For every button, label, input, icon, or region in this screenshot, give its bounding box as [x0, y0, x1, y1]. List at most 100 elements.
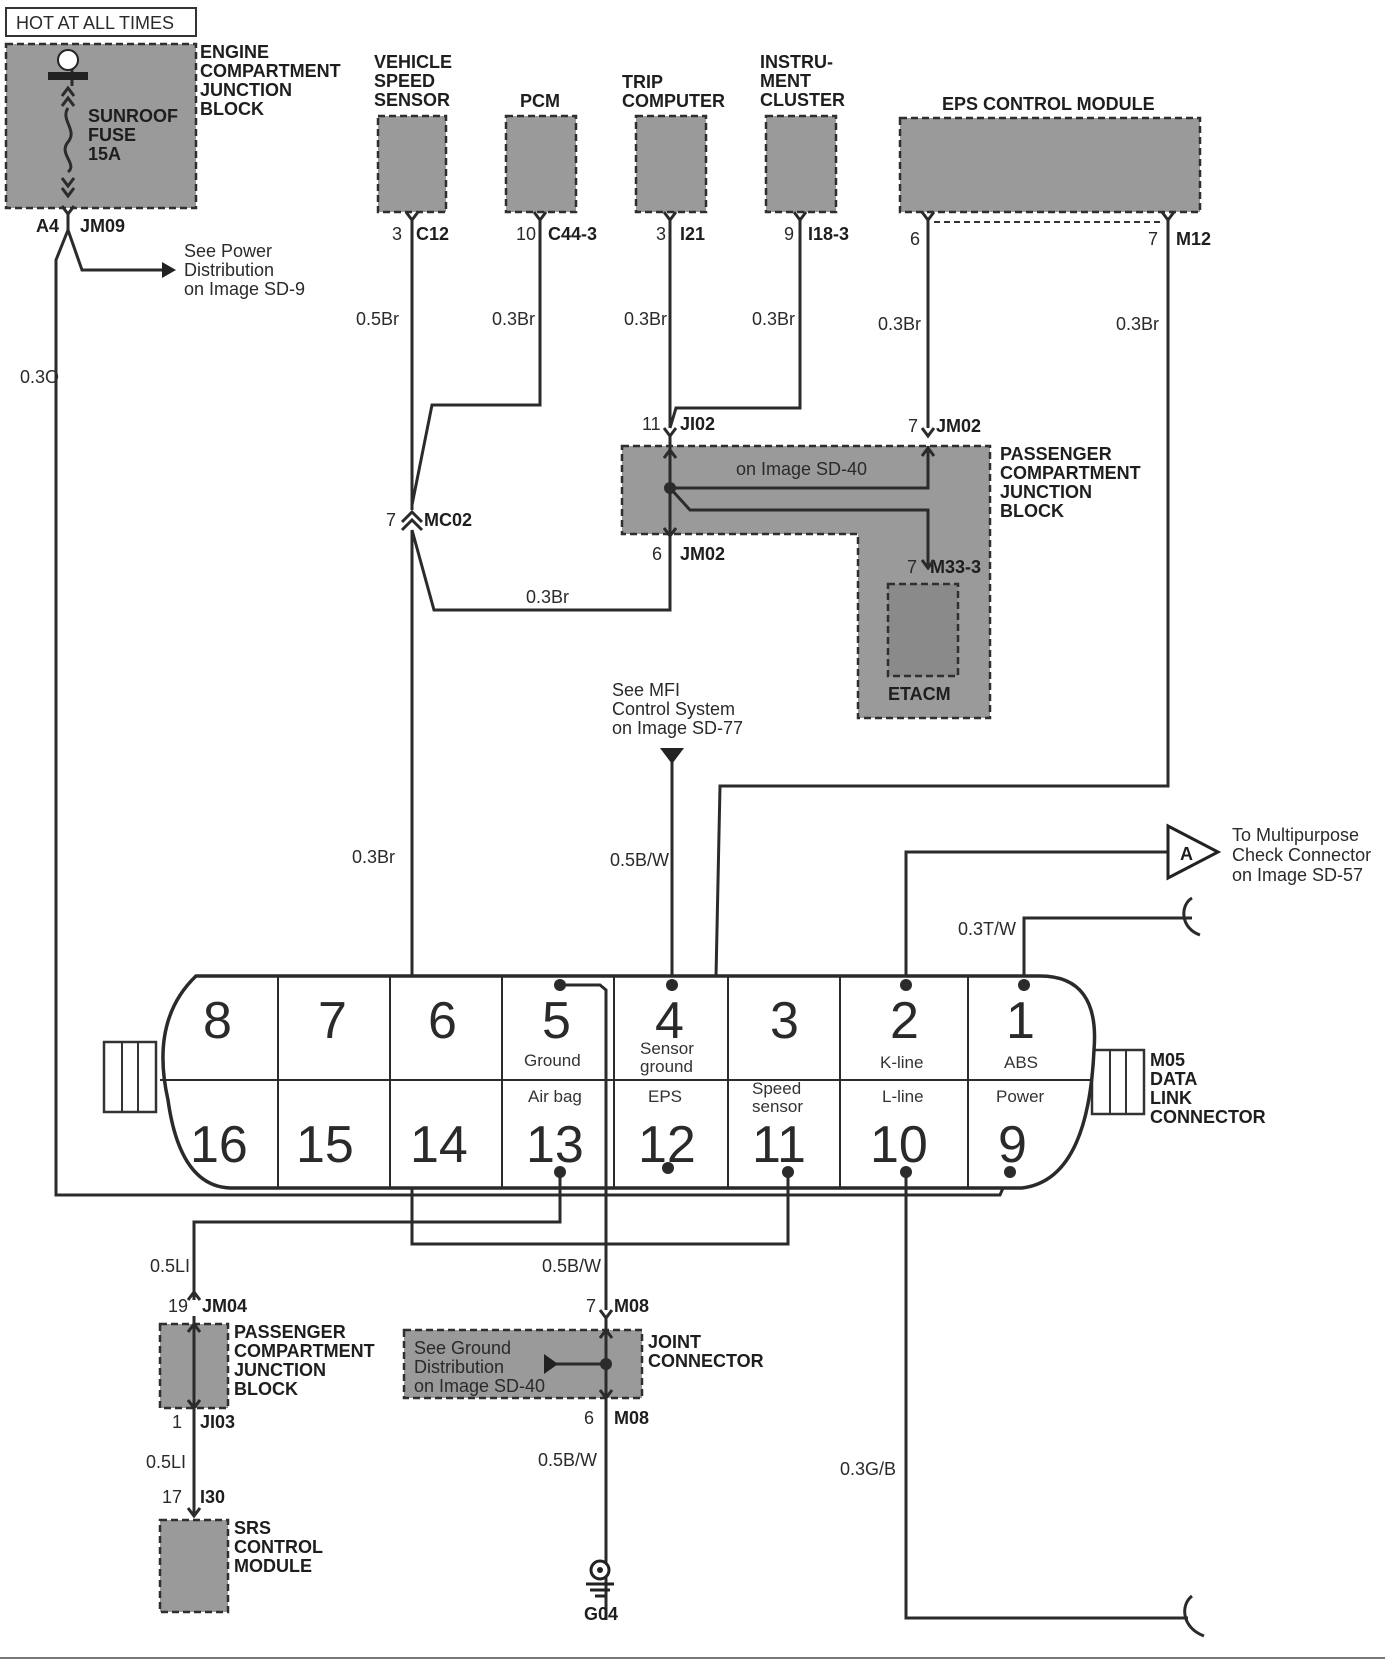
svg-text:LINK: LINK — [1150, 1088, 1192, 1108]
i21-pin: 3 — [656, 224, 666, 244]
pin1-label: ABS — [1004, 1053, 1038, 1072]
svg-text:CONTROL: CONTROL — [234, 1537, 323, 1557]
dlc-label-4: CONNECTOR — [1150, 1107, 1266, 1127]
connector-c12: C12 — [416, 224, 449, 244]
pjb-top-label-1: PASSENGER — [1000, 444, 1112, 464]
pin-16: 16 — [190, 1116, 248, 1174]
svg-text:Control System: Control System — [612, 699, 735, 719]
pin4-label-2: ground — [640, 1057, 693, 1076]
pin10-label: L-line — [882, 1087, 924, 1106]
cluster-label-2: MENT — [760, 71, 811, 91]
pin-6: 6 — [428, 992, 457, 1050]
joint-arrow-icon — [544, 1354, 558, 1374]
svg-text:Sensor: Sensor — [640, 1039, 694, 1058]
svg-text:CONNECTOR: CONNECTOR — [648, 1351, 764, 1371]
data-link-connector-body — [161, 974, 1097, 1190]
dlc-label-2: DATA — [1150, 1069, 1197, 1089]
etacm-label: ETACM — [888, 684, 951, 704]
vss-label-1: VEHICLE — [374, 52, 452, 72]
svg-text:MODULE: MODULE — [234, 1556, 312, 1576]
svg-text:See MFI: See MFI — [612, 680, 680, 700]
svg-text:BLOCK: BLOCK — [1000, 501, 1064, 521]
pin-7: 7 — [318, 992, 347, 1050]
svg-text:COMPUTER: COMPUTER — [622, 91, 725, 111]
svg-text:JUNCTION: JUNCTION — [234, 1360, 326, 1380]
ji03-pin: 1 — [172, 1412, 182, 1432]
svg-text:M05: M05 — [1150, 1050, 1185, 1070]
pin-5: 5 — [542, 992, 571, 1050]
dlc-label-1: M05 — [1150, 1050, 1185, 1070]
connector-mc02: MC02 — [424, 510, 472, 530]
c12-pin: 3 — [392, 224, 402, 244]
c44-pin: 10 — [516, 224, 536, 244]
svg-text:SPEED: SPEED — [374, 71, 435, 91]
svg-text:Distribution: Distribution — [184, 260, 274, 280]
svg-text:SUNROOF: SUNROOF — [88, 106, 178, 126]
svg-text:Distribution: Distribution — [414, 1357, 504, 1377]
pin-4: 4 — [655, 992, 684, 1050]
dlc-right-tab — [1090, 1048, 1146, 1116]
offpage-a-label: A — [1180, 844, 1193, 864]
wire-bw-2: 0.5B/W — [538, 1450, 597, 1470]
svg-text:Speed: Speed — [752, 1079, 801, 1098]
svg-text:SENSOR: SENSOR — [374, 90, 450, 110]
fuse-label-3: 15A — [88, 144, 121, 164]
trip-label-2: COMPUTER — [622, 91, 725, 111]
svg-text:FUSE: FUSE — [88, 125, 136, 145]
mfi-note-3: on Image SD-77 — [612, 718, 743, 738]
svg-text:JUNCTION: JUNCTION — [1000, 482, 1092, 502]
vehicle-speed-sensor — [376, 114, 448, 214]
svg-text:PASSENGER: PASSENGER — [1000, 444, 1112, 464]
pin12-label: EPS — [648, 1087, 682, 1106]
pin13-label: Air bag — [528, 1087, 582, 1106]
arrow-right-icon — [162, 262, 176, 278]
pjb-bottom-label-2: COMPARTMENT — [234, 1341, 375, 1361]
svg-text:BLOCK: BLOCK — [234, 1379, 298, 1399]
pin-8: 8 — [203, 992, 232, 1050]
fuse-arrow-icon — [60, 85, 76, 107]
wire-vert-br: 0.3Br — [352, 847, 395, 867]
srs-label-2: CONTROL — [234, 1537, 323, 1557]
vss-label-3: SENSOR — [374, 90, 450, 110]
eps-control-module — [898, 116, 1202, 214]
connector-m12: M12 — [1176, 229, 1211, 249]
arrow-down-icon — [660, 748, 684, 764]
wire-trip: 0.3Br — [624, 309, 667, 329]
svg-text:sensor: sensor — [752, 1097, 803, 1116]
trip-computer — [634, 114, 708, 214]
wire-tw: 0.3T/W — [958, 919, 1016, 939]
pjb-bottom-label-3: JUNCTION — [234, 1360, 326, 1380]
ji02-pin: 11 — [642, 414, 661, 434]
svg-text:ENGINE: ENGINE — [200, 42, 269, 62]
connector-m33: M33-3 — [930, 557, 981, 577]
pjb-top-note: on Image SD-40 — [736, 459, 867, 479]
wire-pcm: 0.3Br — [492, 309, 535, 329]
fuse-element-icon — [63, 107, 73, 174]
wire-mfi: 0.5B/W — [610, 850, 669, 870]
connector-a4: A4 — [36, 216, 59, 236]
i18-pin: 9 — [784, 224, 794, 244]
wire-m12: 0.3Br — [1116, 314, 1159, 334]
pin-13: 13 — [526, 1116, 584, 1174]
jm02-bot-pin: 6 — [652, 544, 662, 564]
svg-text:TRIP: TRIP — [622, 72, 663, 92]
svg-text:on Image SD-77: on Image SD-77 — [612, 718, 743, 738]
connector-jm02-bot: JM02 — [680, 544, 725, 564]
connector-ji03: JI03 — [200, 1412, 235, 1432]
fuse-bar-icon — [48, 72, 88, 80]
cluster-label-3: CLUSTER — [760, 90, 845, 110]
vss-label-2: SPEED — [374, 71, 435, 91]
power-note-1: See Power — [184, 241, 272, 261]
m08-top-pin: 7 — [586, 1296, 596, 1316]
pin-11: 11 — [752, 1116, 806, 1174]
svg-text:See Power: See Power — [184, 241, 272, 261]
multi-note-2: Check Connector — [1232, 845, 1371, 865]
pjb-top-label-2: COMPARTMENT — [1000, 463, 1141, 483]
pin-14: 14 — [410, 1116, 468, 1174]
svg-text:COMPARTMENT: COMPARTMENT — [200, 61, 341, 81]
svg-text:on Image SD-9: on Image SD-9 — [184, 279, 305, 299]
joint-note-1: See Ground — [414, 1338, 511, 1358]
svg-text:COMPARTMENT: COMPARTMENT — [1000, 463, 1141, 483]
engine-jb-label-4: BLOCK — [200, 99, 264, 119]
pin-1: 1 — [1006, 992, 1035, 1050]
